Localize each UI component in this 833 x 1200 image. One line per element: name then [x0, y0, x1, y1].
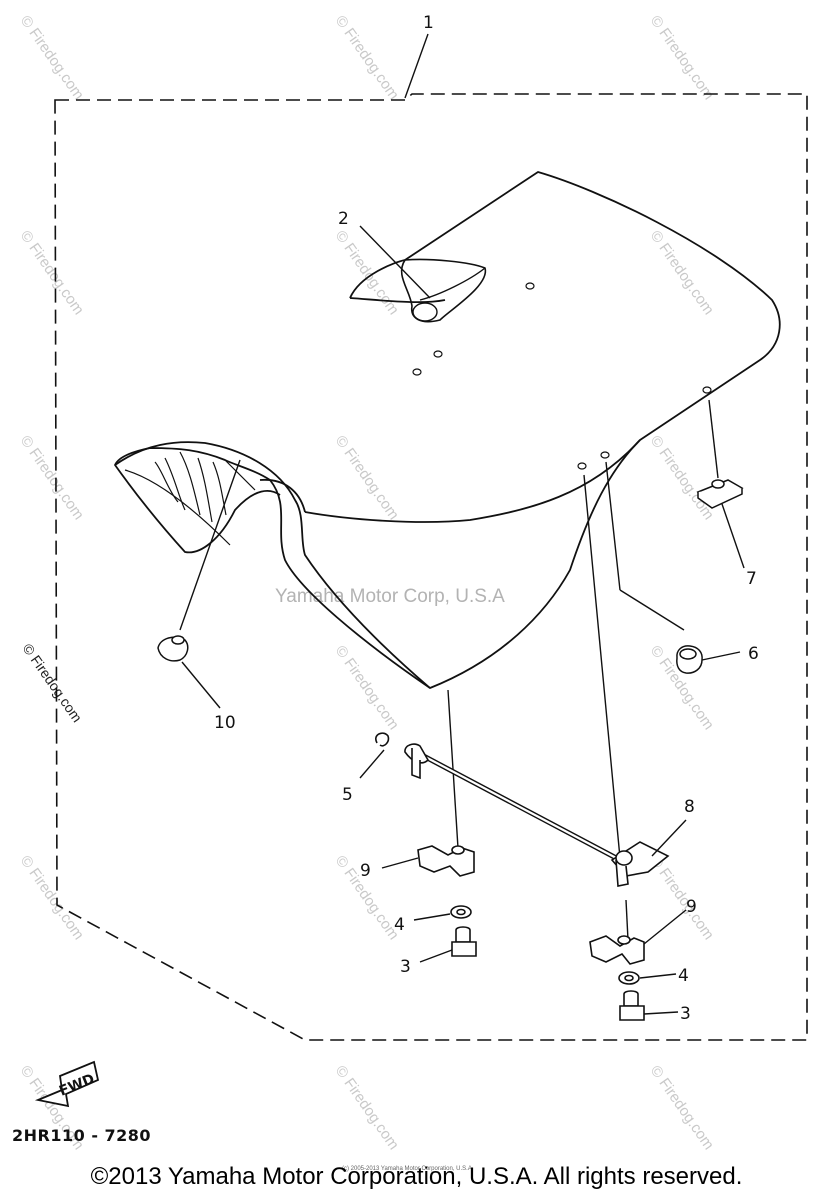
- watermark-text: © Firedog.com: [647, 853, 717, 944]
- watermark-text: © Firedog.com: [647, 1063, 717, 1154]
- callout-3-right: 3: [680, 1004, 691, 1024]
- watermark-text: © Firedog.com: [17, 433, 87, 524]
- copyright-notice: ©2013 Yamaha Motor Corporation, U.S.A. A…: [90, 1163, 743, 1190]
- seat-assembly: [114, 171, 781, 689]
- diagram-code: 2HR110 - 7280: [12, 1126, 152, 1145]
- watermark-text: © Firedog.com: [647, 433, 717, 524]
- damper-part-6: [676, 645, 703, 674]
- callout-6: 6: [748, 644, 759, 664]
- watermark-text: © Firedog.com: [332, 433, 402, 524]
- watermark-text: © Firedog.com: [332, 13, 402, 104]
- watermark-text: © Firedog.com: [332, 228, 402, 319]
- watermark-layer: © Firedog.com © Firedog.com © Firedog.co…: [17, 13, 717, 1172]
- callout-3-left: 3: [400, 957, 411, 977]
- group-leader: 1: [404, 13, 434, 99]
- watermark-text: © Firedog.com: [332, 1063, 402, 1154]
- callout-9-left: 9: [360, 861, 371, 881]
- lock-bracket-assembly: [375, 732, 670, 1021]
- watermark-text: © Firedog.com: [332, 643, 402, 734]
- callout-5: 5: [342, 785, 353, 805]
- watermark-text: © Firedog.com: [20, 641, 86, 726]
- damper-part-10: [157, 635, 189, 662]
- watermark-text: © Firedog.com: [647, 13, 717, 104]
- callout-8: 8: [684, 797, 695, 817]
- callout-7: 7: [746, 569, 757, 589]
- callout-labels: 2 7 6 10 5 8 9 4 3 9 4 3: [214, 209, 759, 1024]
- fwd-arrow-icon: FWD: [34, 1060, 100, 1108]
- callout-4-right: 4: [678, 966, 689, 986]
- assembly-boundary: [54, 93, 808, 1041]
- watermark-text: © Firedog.com: [17, 228, 87, 319]
- callout-4-left: 4: [394, 915, 405, 935]
- callout-group-1: 1: [423, 13, 434, 33]
- clip-part-7: [696, 479, 744, 509]
- callout-leaders: [181, 225, 745, 1015]
- tiny-credit: (c) 2005-2013 Yamaha Motor Corporation, …: [342, 1166, 472, 1172]
- watermark-text: © Firedog.com: [17, 13, 87, 104]
- watermark-text: © Firedog.com: [17, 853, 87, 944]
- callout-10: 10: [214, 713, 236, 733]
- watermark-text: © Firedog.com: [647, 228, 717, 319]
- callout-2: 2: [338, 209, 349, 229]
- callout-9-right: 9: [686, 897, 697, 917]
- center-watermark: Yamaha Motor Corp, U.S.A: [275, 586, 505, 607]
